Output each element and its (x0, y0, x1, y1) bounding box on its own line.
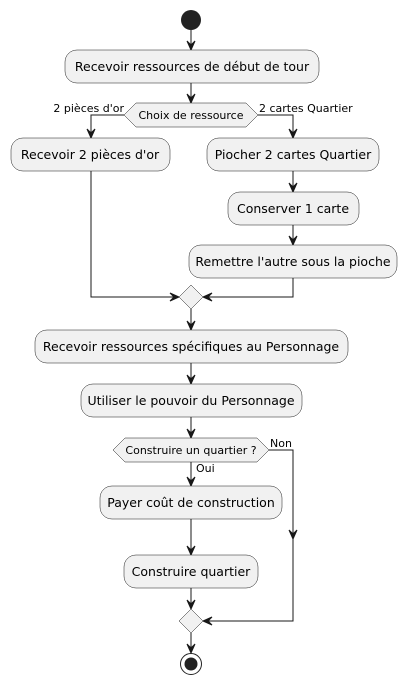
arrow-head (169, 292, 181, 302)
end-node (184, 657, 198, 671)
node-pay-label: Payer coût de construction (107, 495, 275, 510)
arrow-head (201, 292, 213, 302)
arrow-head (288, 529, 298, 541)
arrow-head (288, 128, 298, 140)
arrow-head (186, 545, 196, 557)
edge-no (205, 449, 294, 622)
end-node-ring (180, 653, 202, 675)
arrow-head (86, 128, 96, 140)
node-specific-label: Recevoir ressources spécifiques au Perso… (43, 339, 340, 354)
branch-no-label: Non (270, 437, 292, 450)
arrow-head (186, 320, 196, 332)
node-power-label: Utiliser le pouvoir du Personnage (87, 393, 294, 408)
node-start-tour-label: Recevoir ressources de début de tour (75, 59, 310, 74)
edge-merge-right (205, 278, 294, 298)
branch-gold-label: 2 pièces d'or (53, 102, 124, 115)
arrow-head (186, 40, 196, 52)
edge-cards (258, 114, 294, 136)
arrow-head (288, 182, 298, 194)
start-node (181, 10, 201, 30)
decision-build-label: Construire un quartier ? (125, 444, 256, 457)
edge-merge-left (90, 171, 177, 298)
arrow-head (186, 599, 196, 611)
arrow-head (186, 374, 196, 386)
arrow-head (288, 235, 298, 247)
arrow-head (201, 616, 213, 626)
node-draw-label: Piocher 2 cartes Quartier (215, 147, 372, 162)
merge-diamond-1 (178, 284, 204, 310)
edge-gold (90, 114, 124, 136)
arrow-head (186, 476, 196, 488)
node-keep-label: Conserver 1 carte (237, 201, 349, 216)
node-build-label: Construire quartier (132, 564, 251, 579)
arrow-head (186, 93, 196, 105)
merge-diamond-2 (178, 608, 204, 634)
arrow-head (186, 643, 196, 655)
branch-yes-label: Oui (196, 462, 215, 475)
branch-cards-label: 2 cartes Quartier (259, 102, 353, 115)
decision-choice-label: Choix de ressource (139, 109, 244, 122)
node-start-tour (64, 49, 320, 84)
node-return-label: Remettre l'autre sous la pioche (195, 254, 390, 269)
arrow-head (186, 428, 196, 440)
node-gold-label: Recevoir 2 pièces d'or (21, 147, 160, 162)
